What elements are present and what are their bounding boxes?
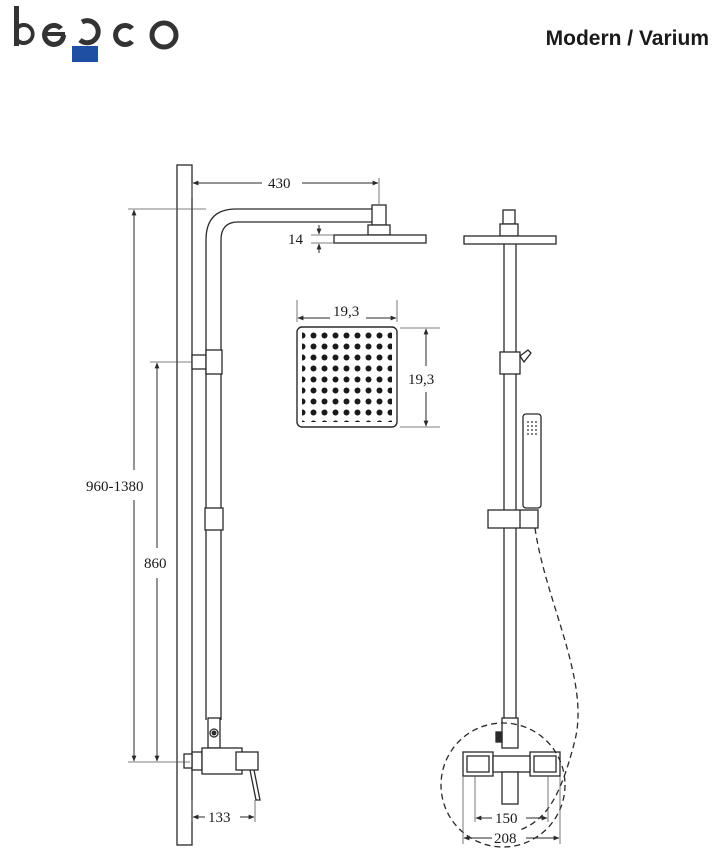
dim-mixer-height: 860: [144, 556, 167, 572]
dim-total-height: 960-1380: [86, 479, 144, 495]
dim-head-width: 19,3: [333, 304, 359, 320]
shower-system-front-view: [440, 209, 579, 848]
dim-mixer-outer: 208: [494, 831, 517, 847]
model-title: Modern / Varium: [545, 27, 709, 50]
dim-mixer-depth: 133: [208, 810, 231, 826]
dim-head-thickness: 14: [288, 232, 304, 248]
dim-head-depth: 19,3: [408, 372, 434, 388]
shower-system-side-view: [176, 164, 427, 846]
besco-logo: [14, 6, 179, 62]
rain-shower-head-top-view: [296, 326, 398, 428]
dim-mixer-width: 150: [495, 811, 518, 827]
dim-head-arm: 430: [268, 176, 291, 192]
